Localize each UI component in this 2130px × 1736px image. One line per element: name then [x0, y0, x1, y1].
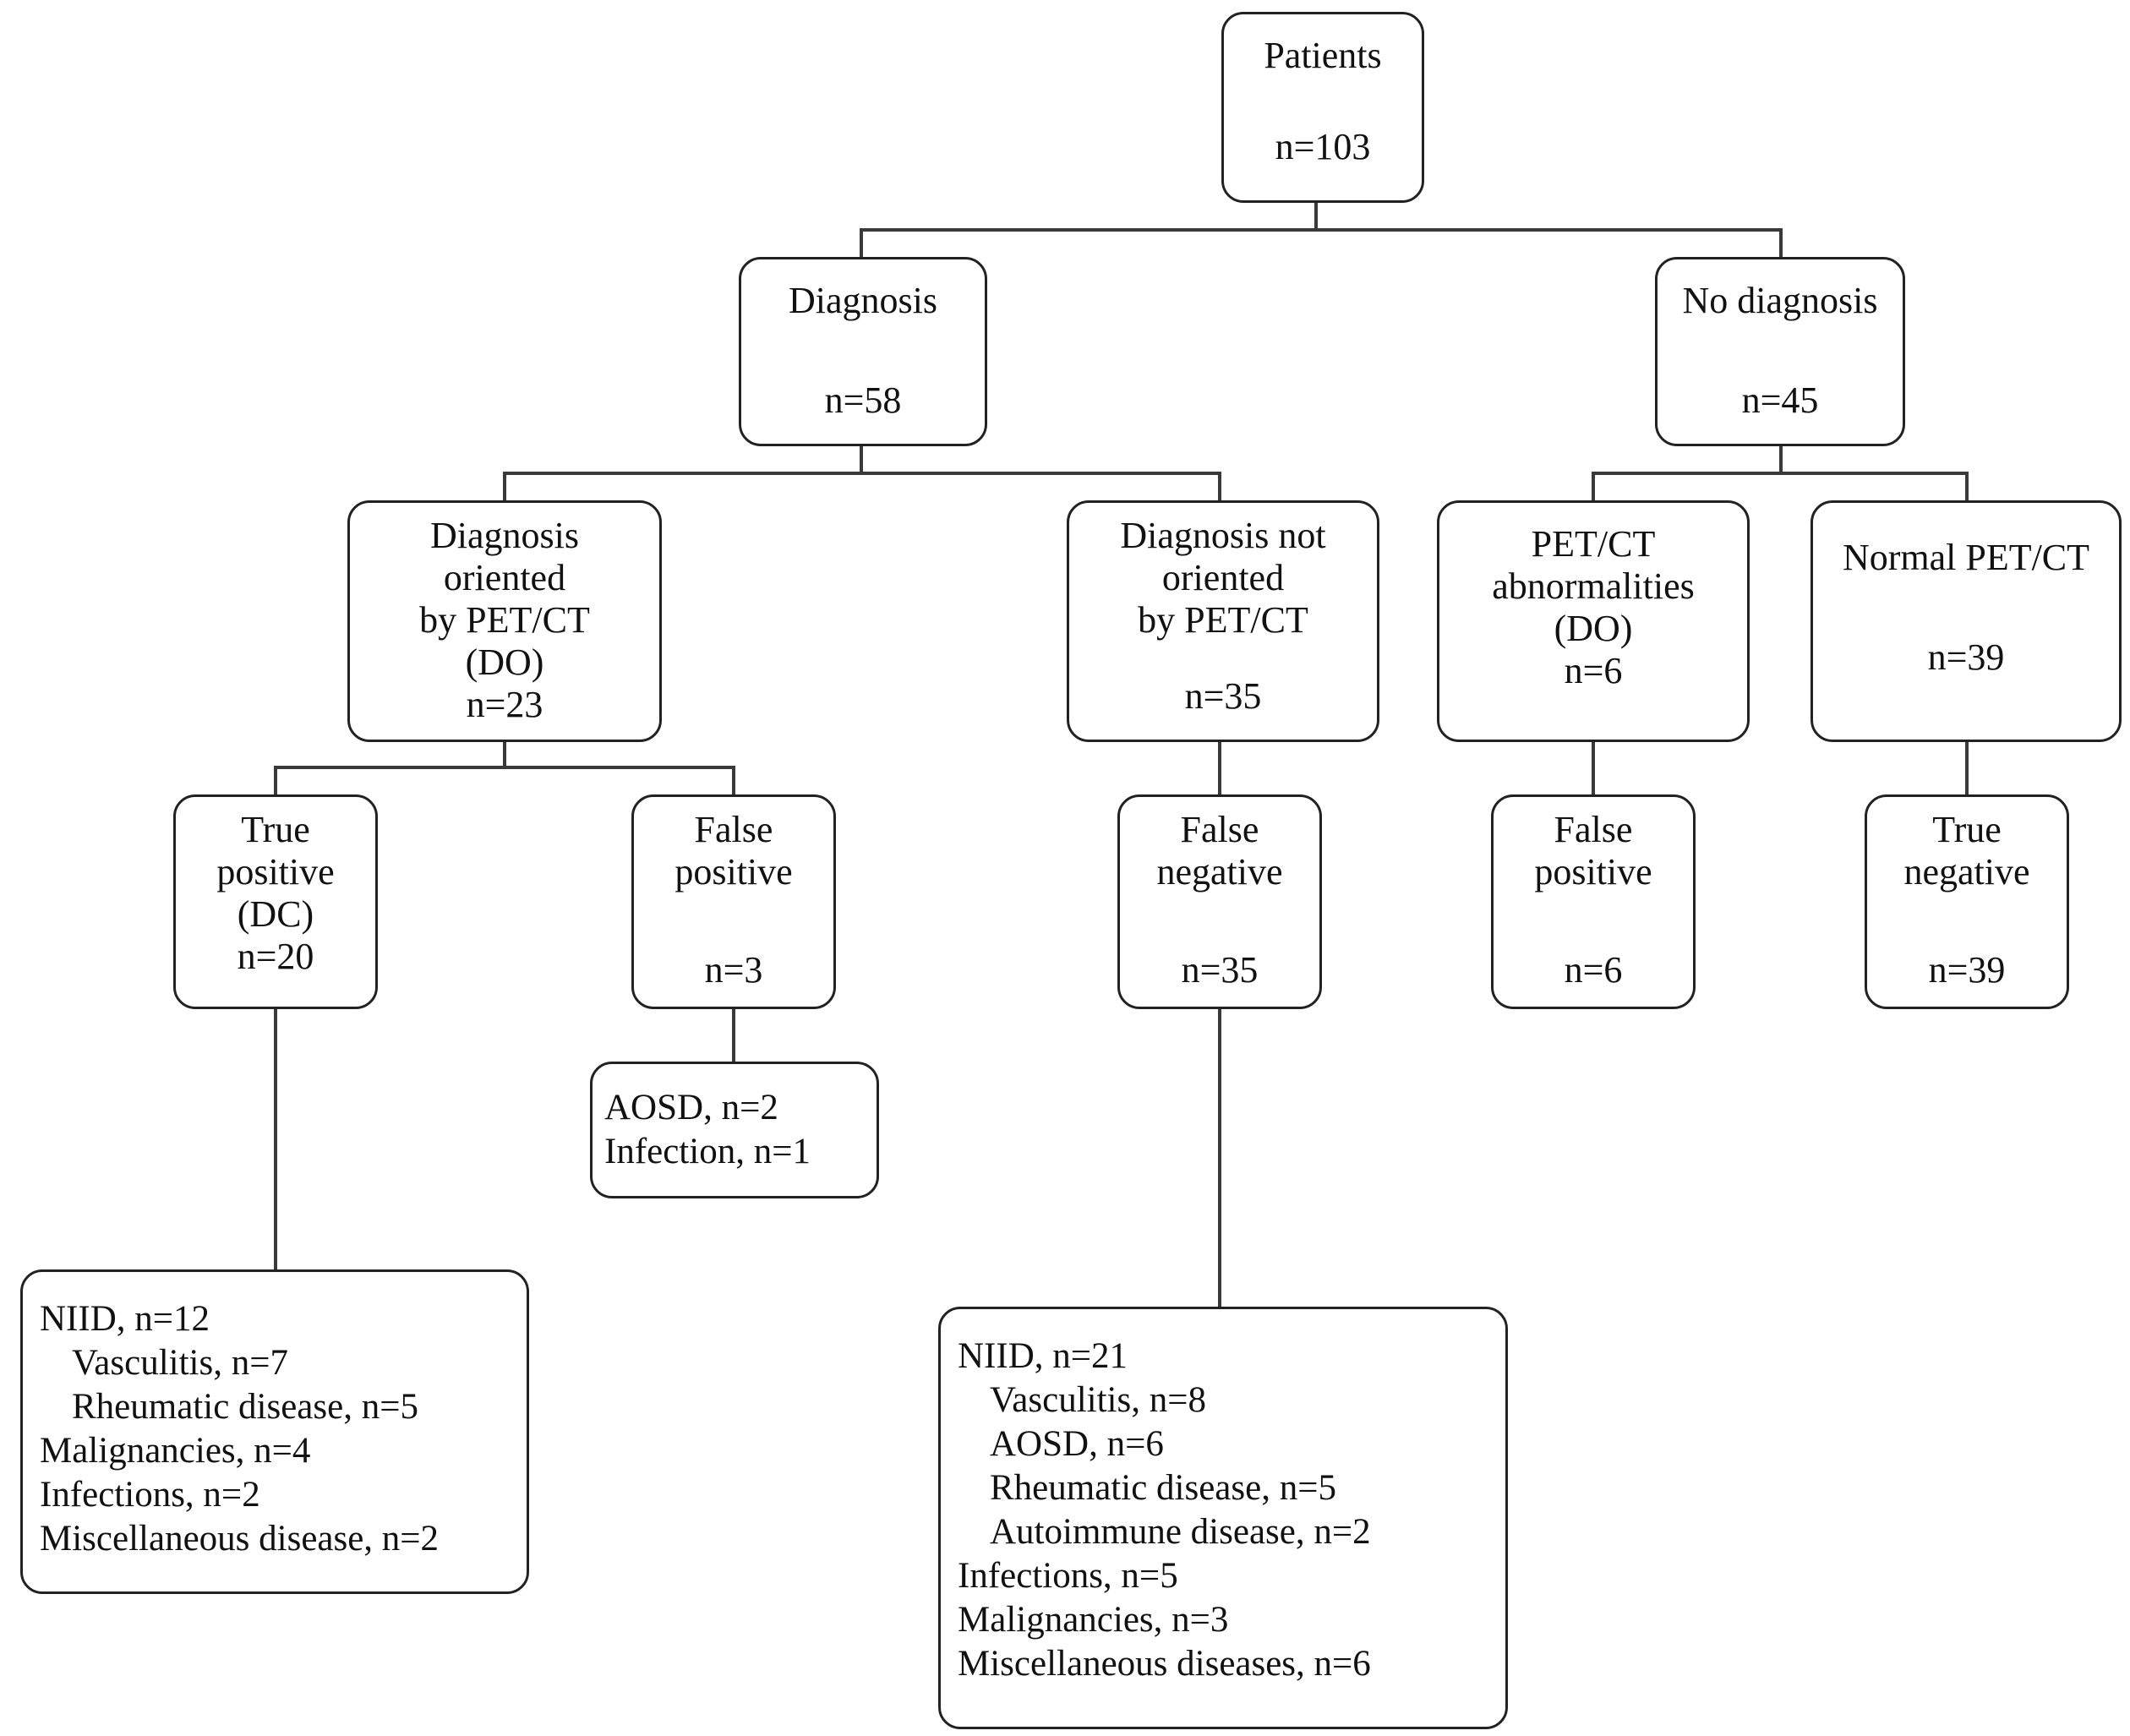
detail-item: Malignancies, n=4 — [40, 1431, 311, 1471]
node-text: positive — [1534, 851, 1652, 893]
node-text — [1120, 893, 1319, 949]
node-count: n=39 — [1928, 949, 2006, 991]
detail-item: Infections, n=5 — [958, 1556, 1178, 1596]
false-positive-details: AOSD, n=2 Infection, n=1 — [590, 1062, 879, 1198]
node-count: n=35 — [1184, 675, 1262, 717]
detail-subitem: AOSD, n=6 — [990, 1424, 1164, 1464]
true-positive-node: True positive (DC) n=20 — [173, 794, 378, 1009]
node-text — [1224, 77, 1422, 126]
node-count: n=35 — [1181, 949, 1259, 991]
detail-item: Miscellaneous diseases, n=6 — [958, 1644, 1371, 1684]
detail-item: Malignancies, n=3 — [958, 1600, 1229, 1640]
node-count: n=45 — [1741, 379, 1819, 421]
node-count: n=103 — [1275, 126, 1371, 167]
node-text — [1813, 579, 2119, 636]
node-text: False — [694, 809, 773, 850]
node-text: positive — [216, 851, 335, 893]
false-negative-details: NIID, n=21 Vasculitis, n=8 AOSD, n=6 Rhe… — [938, 1307, 1508, 1729]
detail-subitem: Rheumatic disease, n=5 — [990, 1468, 1336, 1508]
node-text — [1867, 893, 2067, 949]
node-text: PET/CT — [1531, 523, 1656, 565]
detail-subitem: Rheumatic disease, n=5 — [72, 1387, 418, 1427]
detail-item: Infections, n=2 — [40, 1475, 260, 1515]
detail-item: AOSD, n=2 — [604, 1088, 778, 1127]
patients-node: Patients n=103 — [1221, 12, 1424, 203]
node-text: False — [1554, 809, 1633, 850]
node-text: Diagnosis — [789, 280, 937, 321]
detail-subitem: Autoimmune disease, n=2 — [990, 1512, 1371, 1552]
true-negative-node: True negative n=39 — [1865, 794, 2069, 1009]
node-text: True — [1932, 809, 2002, 850]
node-text: oriented — [443, 557, 566, 598]
node-text: True — [241, 809, 310, 850]
detail-subitem: Vasculitis, n=7 — [72, 1343, 288, 1383]
node-text: Patients — [1264, 35, 1382, 76]
node-count: n=6 — [1564, 949, 1623, 991]
node-text: (DO) — [465, 641, 544, 683]
false-positive-no-diagnosis-node: False positive n=6 — [1491, 794, 1696, 1009]
node-text: negative — [1156, 851, 1283, 893]
node-count: n=20 — [237, 936, 314, 977]
node-text: (DO) — [1554, 608, 1633, 649]
node-text: Diagnosis — [430, 515, 579, 556]
diagnosis-not-oriented-node: Diagnosis not oriented by PET/CT n=35 — [1067, 500, 1379, 742]
diagnosis-oriented-node: Diagnosis oriented by PET/CT (DO) n=23 — [347, 500, 662, 742]
node-text — [1069, 641, 1377, 675]
normal-pet-ct-node: Normal PET/CT n=39 — [1810, 500, 2122, 742]
node-text — [741, 322, 985, 379]
node-count: n=6 — [1564, 650, 1623, 691]
node-text: by PET/CT — [419, 599, 590, 641]
diagnosis-node: Diagnosis n=58 — [739, 257, 987, 446]
node-text: No diagnosis — [1682, 280, 1878, 321]
node-text: (DC) — [237, 893, 314, 935]
node-text — [634, 893, 833, 949]
node-count: n=58 — [824, 379, 902, 421]
false-negative-node: False negative n=35 — [1117, 794, 1322, 1009]
node-text: Normal PET/CT — [1842, 537, 2090, 578]
node-count: n=39 — [1927, 636, 2005, 678]
node-text — [1494, 893, 1693, 949]
node-count: n=3 — [704, 949, 763, 991]
node-text: positive — [674, 851, 793, 893]
node-count: n=23 — [466, 684, 543, 725]
node-text: negative — [1903, 851, 2030, 893]
node-text: by PET/CT — [1138, 599, 1308, 641]
node-text: Diagnosis not — [1120, 515, 1326, 556]
node-text: abnormalities — [1492, 565, 1695, 607]
detail-item: Infection, n=1 — [604, 1132, 811, 1171]
node-text: oriented — [1161, 557, 1285, 598]
detail-item: NIID, n=21 — [958, 1336, 1128, 1376]
node-text — [1658, 322, 1903, 379]
false-positive-node: False positive n=3 — [631, 794, 836, 1009]
node-text: False — [1180, 809, 1259, 850]
true-positive-details: NIID, n=12 Vasculitis, n=7 Rheumatic dis… — [20, 1269, 529, 1594]
detail-item: NIID, n=12 — [40, 1299, 210, 1339]
detail-item: Miscellaneous disease, n=2 — [40, 1519, 440, 1559]
detail-subitem: Vasculitis, n=8 — [990, 1380, 1206, 1420]
no-diagnosis-node: No diagnosis n=45 — [1655, 257, 1905, 446]
pet-ct-abnormalities-node: PET/CT abnormalities (DO) n=6 — [1437, 500, 1750, 742]
